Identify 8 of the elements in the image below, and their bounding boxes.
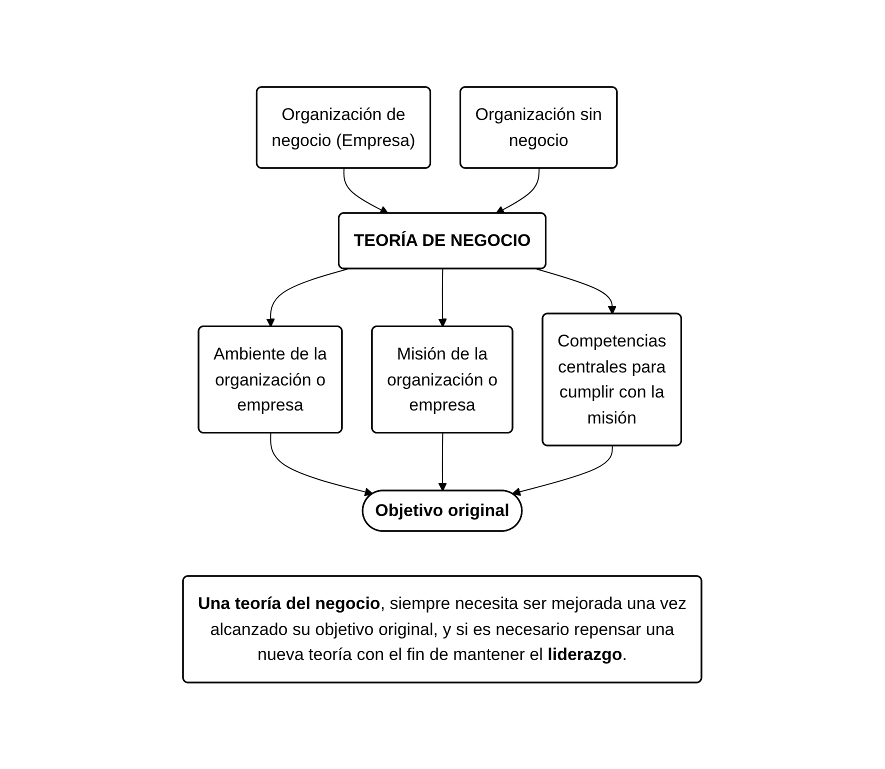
arrow: [438, 432, 448, 492]
arrow: [438, 268, 448, 327]
arrow: [344, 168, 389, 214]
arrow: [270, 432, 374, 496]
arrow: [536, 268, 617, 314]
arrow: [496, 168, 540, 214]
arrow: [512, 445, 614, 496]
arrow: [266, 268, 349, 327]
